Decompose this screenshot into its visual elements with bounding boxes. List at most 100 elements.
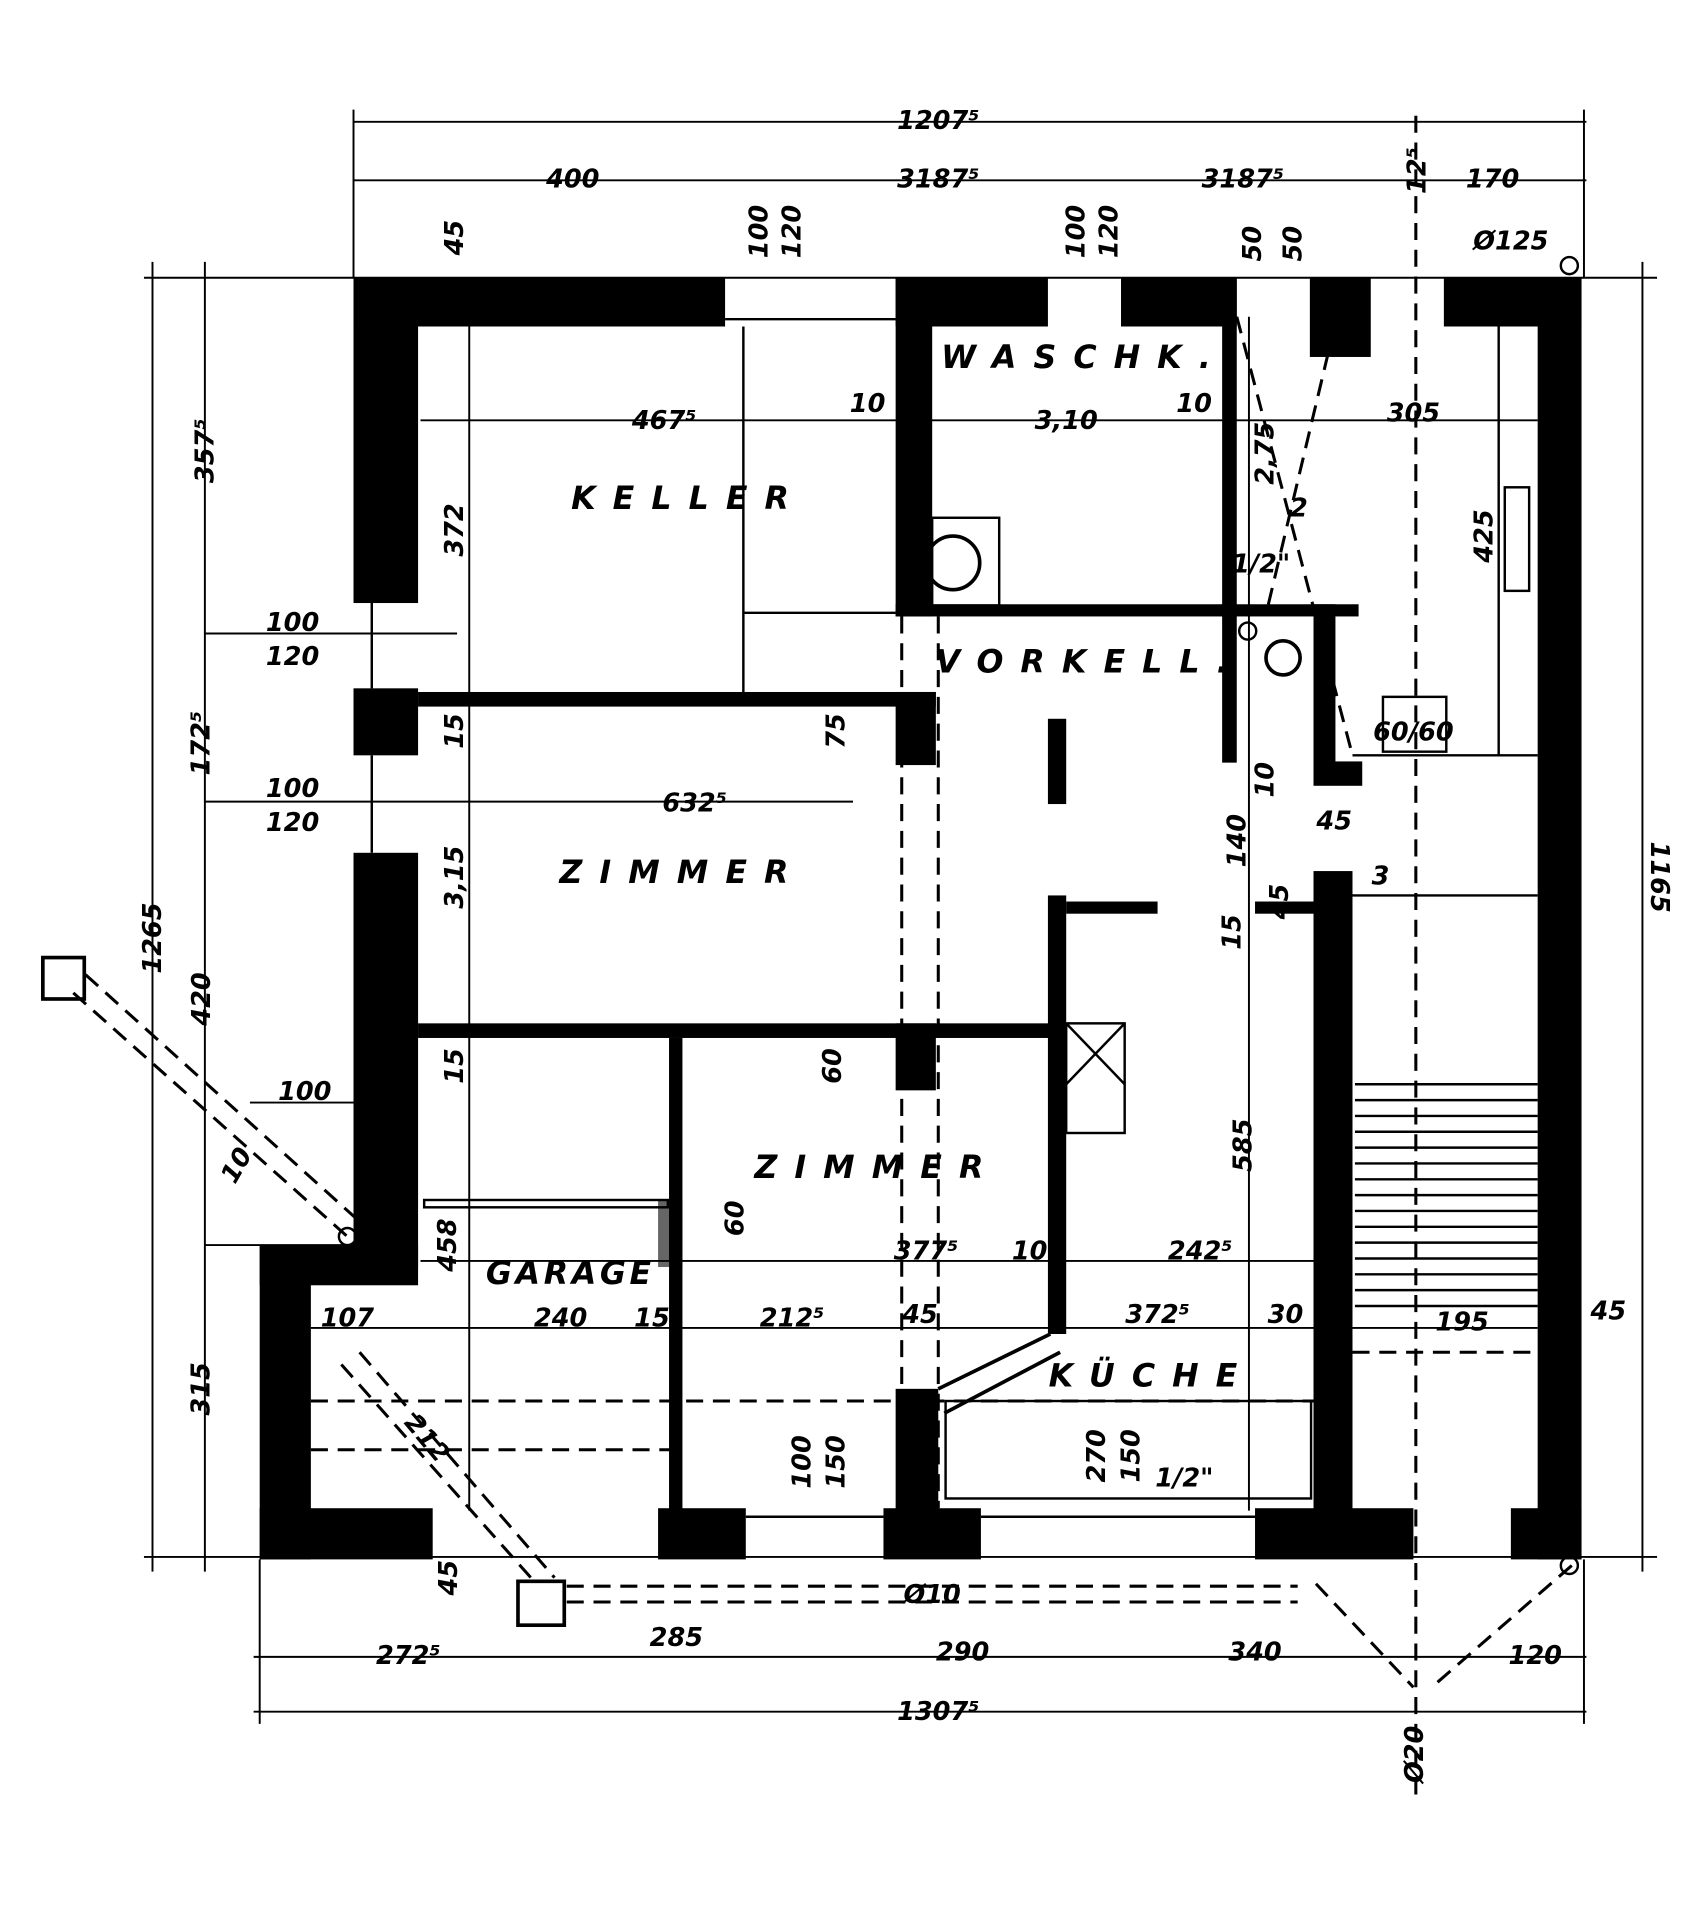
dimension-label: 12⁵ [1403,147,1433,194]
dimension-label: 60 [720,1200,750,1236]
dimension-label: 100 [1061,205,1091,258]
wall-top-mid2 [1121,277,1237,327]
wall-left-lower [353,852,419,1268]
wall-left-pier [353,688,419,756]
dimension-label: 2 [1290,494,1308,524]
wall-stair [1313,871,1353,1511]
dimension-label: 100 [278,1077,331,1107]
dimension-label: 2,75 [1250,422,1280,485]
dimension-label: 45 [1265,884,1295,921]
dimension-label: 10 [850,389,886,419]
dimension-label: 212 [398,1408,455,1468]
dimension-label: 10 [215,1143,259,1189]
inspection-chamber-bottom [516,1579,567,1628]
room-label-garage: GARAGE [486,1256,655,1292]
dimension-label: 3187⁵ [897,165,979,195]
room-label-vorkeller: VORKELL. [935,644,1245,680]
dimension-label: 3 [1372,861,1390,891]
dimension-label: 150 [1116,1429,1146,1482]
wall-kitchen-west [1047,718,1067,805]
wall-chimney [1313,604,1336,763]
room-label-keller: KELLER [571,481,806,517]
dimension-label: 340 [1228,1638,1281,1668]
dimension-label: 120 [266,808,319,838]
wall-zimmer2-garage [669,1037,683,1511]
dimension-label: 372 [440,503,470,556]
dimension-label: 140 [1222,814,1252,867]
dimension-label: 420 [187,972,217,1026]
dimension-label: 75 [821,713,851,749]
wall-garage-hatch [658,1200,683,1268]
dimension-label: 1165 [1644,842,1674,913]
wall-waschk-bottom [895,604,1359,617]
dimension-overall-bottom: 1307⁵ [897,1697,979,1727]
dimension-label: 305 [1387,399,1440,429]
pipe-size-label: 1/2" [1232,550,1290,580]
dimension-label: 240 [534,1304,587,1334]
wall-stair-top [1313,761,1363,786]
dimension-label: 50 [1278,226,1308,262]
dimension-label: 120 [1509,1641,1562,1671]
dimension-label: 50 [1238,226,1268,262]
labels: KELLER WASCHK. VORKELL. ZIMMER ZIMMER GARAGE K… [138,106,1674,1785]
dimension-label: 100 [266,774,319,804]
dimension-label: 1265 [138,902,168,973]
inspection-chamber-left [41,955,87,1001]
dimension-label: 30 [1268,1300,1304,1330]
dimension-label: 458 [433,1218,463,1272]
wall-zimmer-zimmer [418,1023,1052,1038]
dimension-label: 45 [434,1560,464,1597]
dimension-overall-top: 1207⁵ [897,106,979,136]
dimension-label: 242⁵ [1168,1237,1233,1267]
dimension-label: 195 [1435,1307,1488,1337]
wall-kitchen-west2 [1047,895,1067,1335]
dimension-label: 10 [1250,762,1280,798]
pipe-size-label: 1/2" [1155,1463,1213,1493]
room-label-zimmer-2: ZIMMER [753,1150,1000,1186]
dimension-label: 3187⁵ [1202,165,1284,195]
dimension-label: 15 [1217,914,1247,950]
dimension-label: 632⁵ [662,788,727,818]
dimension-label: 60 [818,1048,848,1084]
dimension-label: 290 [936,1638,989,1668]
wall-waschk-right [1222,277,1237,763]
dimension-label: 3,10 [1035,406,1098,436]
pipe-diameter-label: Ø125 [1471,227,1548,257]
dimension-label: 170 [1466,165,1519,195]
dimension-label: 100 [266,608,319,638]
dimension-label: 107 [321,1304,375,1334]
dimension-label: 467⁵ [631,406,697,436]
dimension-label: 172⁵ [187,711,217,776]
dimension-label: 212⁵ [760,1304,825,1334]
dimension-label: 150 [821,1435,851,1488]
dimension-label: 270 [1082,1429,1112,1482]
dimension-label: 15 [440,713,470,749]
wall-bottom-4 [1255,1508,1414,1560]
room-label-kueche: KÜCHE [1049,1356,1255,1394]
wall-left-upper [353,277,419,604]
walls [259,277,1582,1560]
wall-bottom-1 [259,1508,433,1560]
dimension-label: 585 [1228,1118,1258,1171]
dimension-label: 400 [545,165,599,195]
pipe-diameter-label: Ø20 [1400,1726,1430,1785]
dimension-label: 10 [1012,1237,1048,1267]
thin-features [370,317,1538,1518]
dimension-label: 272⁵ [376,1641,441,1671]
wall-kitchen-north2 [1255,901,1314,914]
wall-bottom-5 [1510,1508,1582,1560]
dimension-label: 377⁵ [894,1237,959,1267]
room-label-waschkueche: WASCHK. [941,340,1228,376]
dimension-label: 100 [745,205,775,258]
dimension-label: 120 [266,642,319,672]
dimension-label: 100 [787,1435,817,1488]
pipe-diameter-label: Ø10 [902,1580,961,1610]
dimension-label: 315 [187,1362,217,1415]
wall-top-right [1309,277,1371,357]
room-label-zimmer-1: ZIMMER [558,855,805,891]
wall-bottom-2 [658,1508,746,1560]
dimension-label: 15 [634,1304,670,1334]
dimension-label: 357⁵ [190,418,220,483]
dimension-label: 45 [901,1300,938,1330]
dimension-label: 372⁵ [1125,1300,1190,1330]
